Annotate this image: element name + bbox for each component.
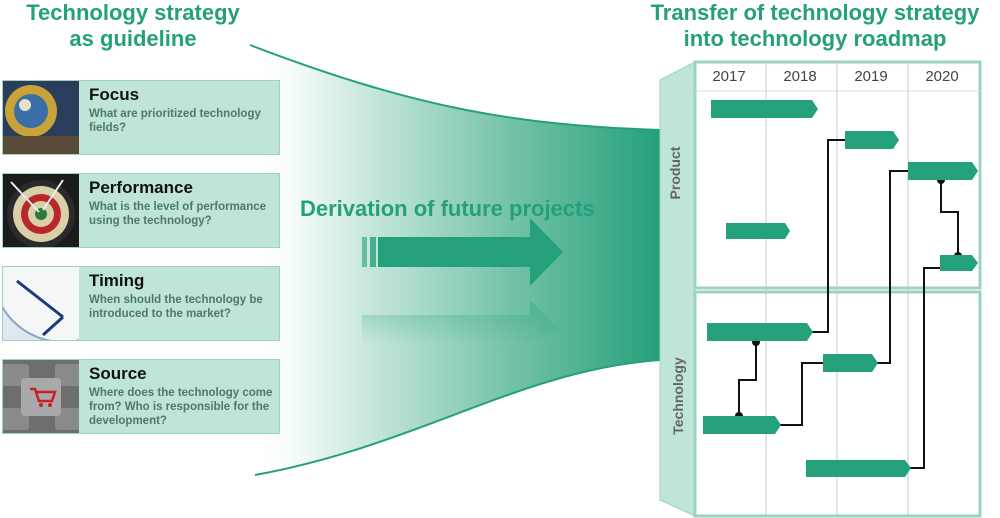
title-technology-strategy: Technology strategy as guideline <box>8 0 258 52</box>
card-focus: Focus What are prioritized technology fi… <box>2 80 280 155</box>
card-performance-text: What is the level of performance using t… <box>89 201 267 227</box>
ball-image <box>3 81 79 154</box>
technology-bar-2 <box>823 354 878 372</box>
year-2018: 2018 <box>783 68 817 85</box>
product-bar-4 <box>726 223 790 239</box>
card-source-heading: Source <box>89 364 147 383</box>
keyboard-cart-image <box>3 360 79 433</box>
card-source-text: Where does the technology come from? Who… <box>89 387 273 427</box>
card-timing-heading: Timing <box>89 271 145 290</box>
card-performance: Performance What is the level of perform… <box>2 173 280 248</box>
product-bar-1 <box>711 100 818 118</box>
roadmap-side-band <box>659 61 696 517</box>
funnel-bottom-edge <box>254 359 661 476</box>
card-focus-text: What are prioritized technology fields? <box>89 108 261 134</box>
card-performance-heading: Performance <box>89 178 193 197</box>
product-bar-3 <box>908 162 978 180</box>
row-label-technology: Technology <box>670 357 686 435</box>
year-2019: 2019 <box>854 68 888 85</box>
product-bars <box>711 100 978 271</box>
title-right-line1: Transfer of technology strategy <box>650 0 980 25</box>
derivation-label: Derivation of future projects <box>300 196 595 221</box>
big-arrow-icon <box>362 218 563 286</box>
year-2017: 2017 <box>712 68 746 85</box>
year-2020: 2020 <box>925 68 959 85</box>
arrow-reflection <box>362 300 560 345</box>
card-focus-heading: Focus <box>89 85 140 104</box>
funnel-top-edge <box>249 44 661 131</box>
product-bar-2 <box>845 131 899 149</box>
row-label-product: Product <box>667 146 683 200</box>
dartboard-image <box>3 174 79 247</box>
year-gridlines <box>765 63 909 515</box>
title-roadmap-transfer: Transfer of technology strategy into tec… <box>630 0 1000 52</box>
technology-bar-3 <box>703 416 781 434</box>
card-timing: Timing When should the technology be int… <box>2 266 280 341</box>
clock-image <box>3 267 79 340</box>
product-bar-5 <box>940 255 978 271</box>
title-left-line1: Technology strategy <box>26 0 240 25</box>
dependency-lines <box>738 139 959 469</box>
technology-bar-4 <box>806 460 911 477</box>
title-left-line2: as guideline <box>69 26 197 51</box>
technology-bars <box>703 323 911 477</box>
card-source: Source Where does the technology come fr… <box>2 359 280 434</box>
technology-bar-1 <box>707 323 813 341</box>
title-right-line2: into technology roadmap <box>683 26 947 51</box>
card-timing-text: When should the technology be introduced… <box>89 294 263 320</box>
